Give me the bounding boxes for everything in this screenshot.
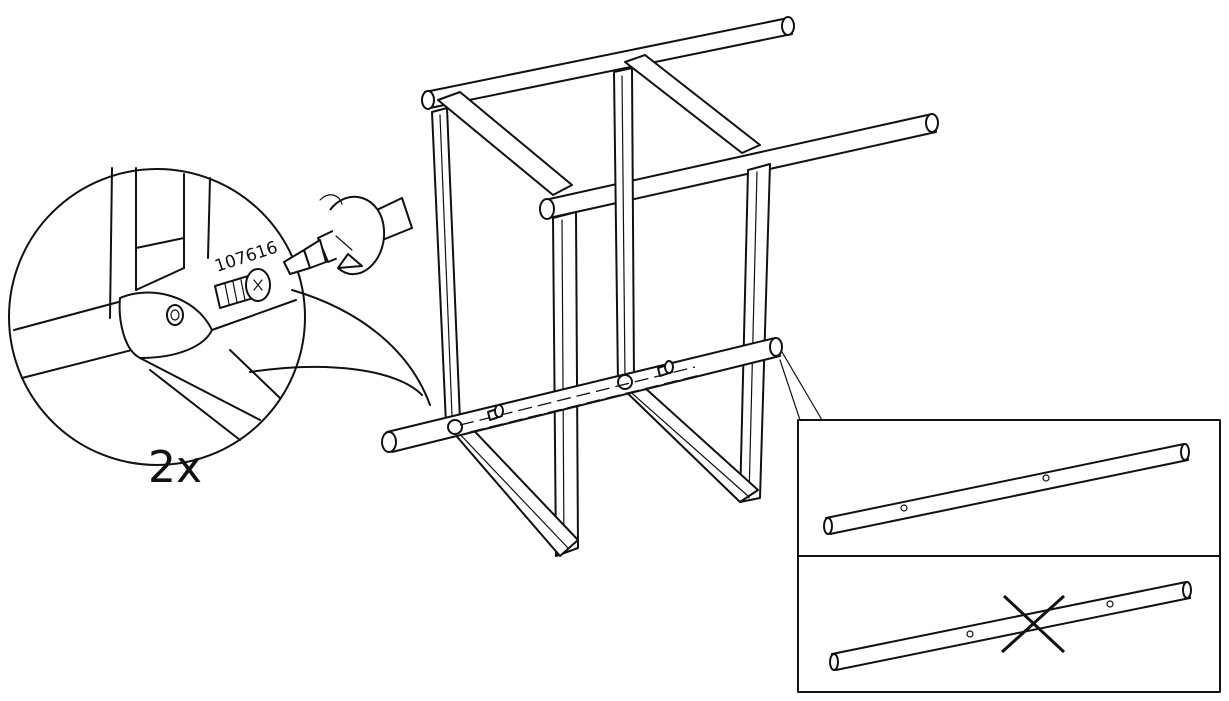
correct-orientation-panel xyxy=(823,443,1190,535)
wrong-orientation-cross-icon xyxy=(1000,594,1066,654)
clockwise-rotation-arrow-icon xyxy=(319,194,386,276)
top-rail-back xyxy=(421,16,795,110)
stool-frame xyxy=(381,16,939,557)
detail-callout: 107616 2x xyxy=(8,167,431,493)
right-leg-frame xyxy=(613,67,771,503)
quantity-label: 2x xyxy=(148,442,202,493)
orientation-hint xyxy=(779,351,1221,693)
screw-icon xyxy=(214,268,271,309)
part-number-label: 107616 xyxy=(212,238,280,277)
top-rail-front xyxy=(539,113,939,220)
wrong-orientation-panel xyxy=(829,581,1192,671)
screw-icon xyxy=(487,404,504,421)
right-top-cross xyxy=(624,54,761,154)
left-top-cross xyxy=(437,91,573,196)
screw-icon xyxy=(657,360,674,377)
left-leg-frame xyxy=(431,107,579,557)
